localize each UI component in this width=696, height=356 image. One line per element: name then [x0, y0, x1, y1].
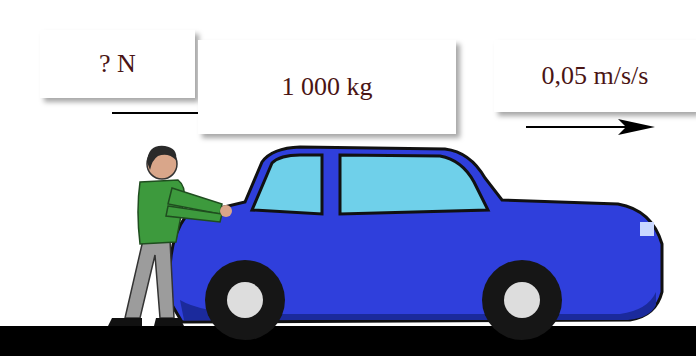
arm	[166, 206, 222, 222]
hubcap	[227, 282, 263, 318]
force-box: ? N	[40, 30, 195, 98]
car-light	[640, 222, 654, 236]
ground	[0, 326, 696, 356]
trousers	[125, 240, 174, 318]
wheel	[482, 260, 562, 340]
box-text: 1 000 kg	[282, 72, 373, 102]
car	[170, 147, 662, 340]
man	[108, 146, 232, 326]
hair	[147, 146, 176, 170]
shoes	[108, 318, 184, 326]
arrow-head	[618, 119, 655, 135]
box-text: 0,05 m/s/s	[542, 61, 649, 91]
mass-box: 1 000 kg	[198, 40, 456, 134]
wheel	[205, 260, 285, 340]
hand	[220, 205, 232, 217]
acceleration-arrow	[526, 119, 655, 135]
car-body	[170, 147, 662, 322]
hubcap	[504, 282, 540, 318]
car-window	[340, 155, 488, 214]
acceleration-box: 0,05 m/s/s	[494, 40, 696, 112]
car-window	[252, 155, 322, 214]
box-text: ? N	[99, 49, 136, 79]
arrow-shaft	[526, 126, 628, 128]
